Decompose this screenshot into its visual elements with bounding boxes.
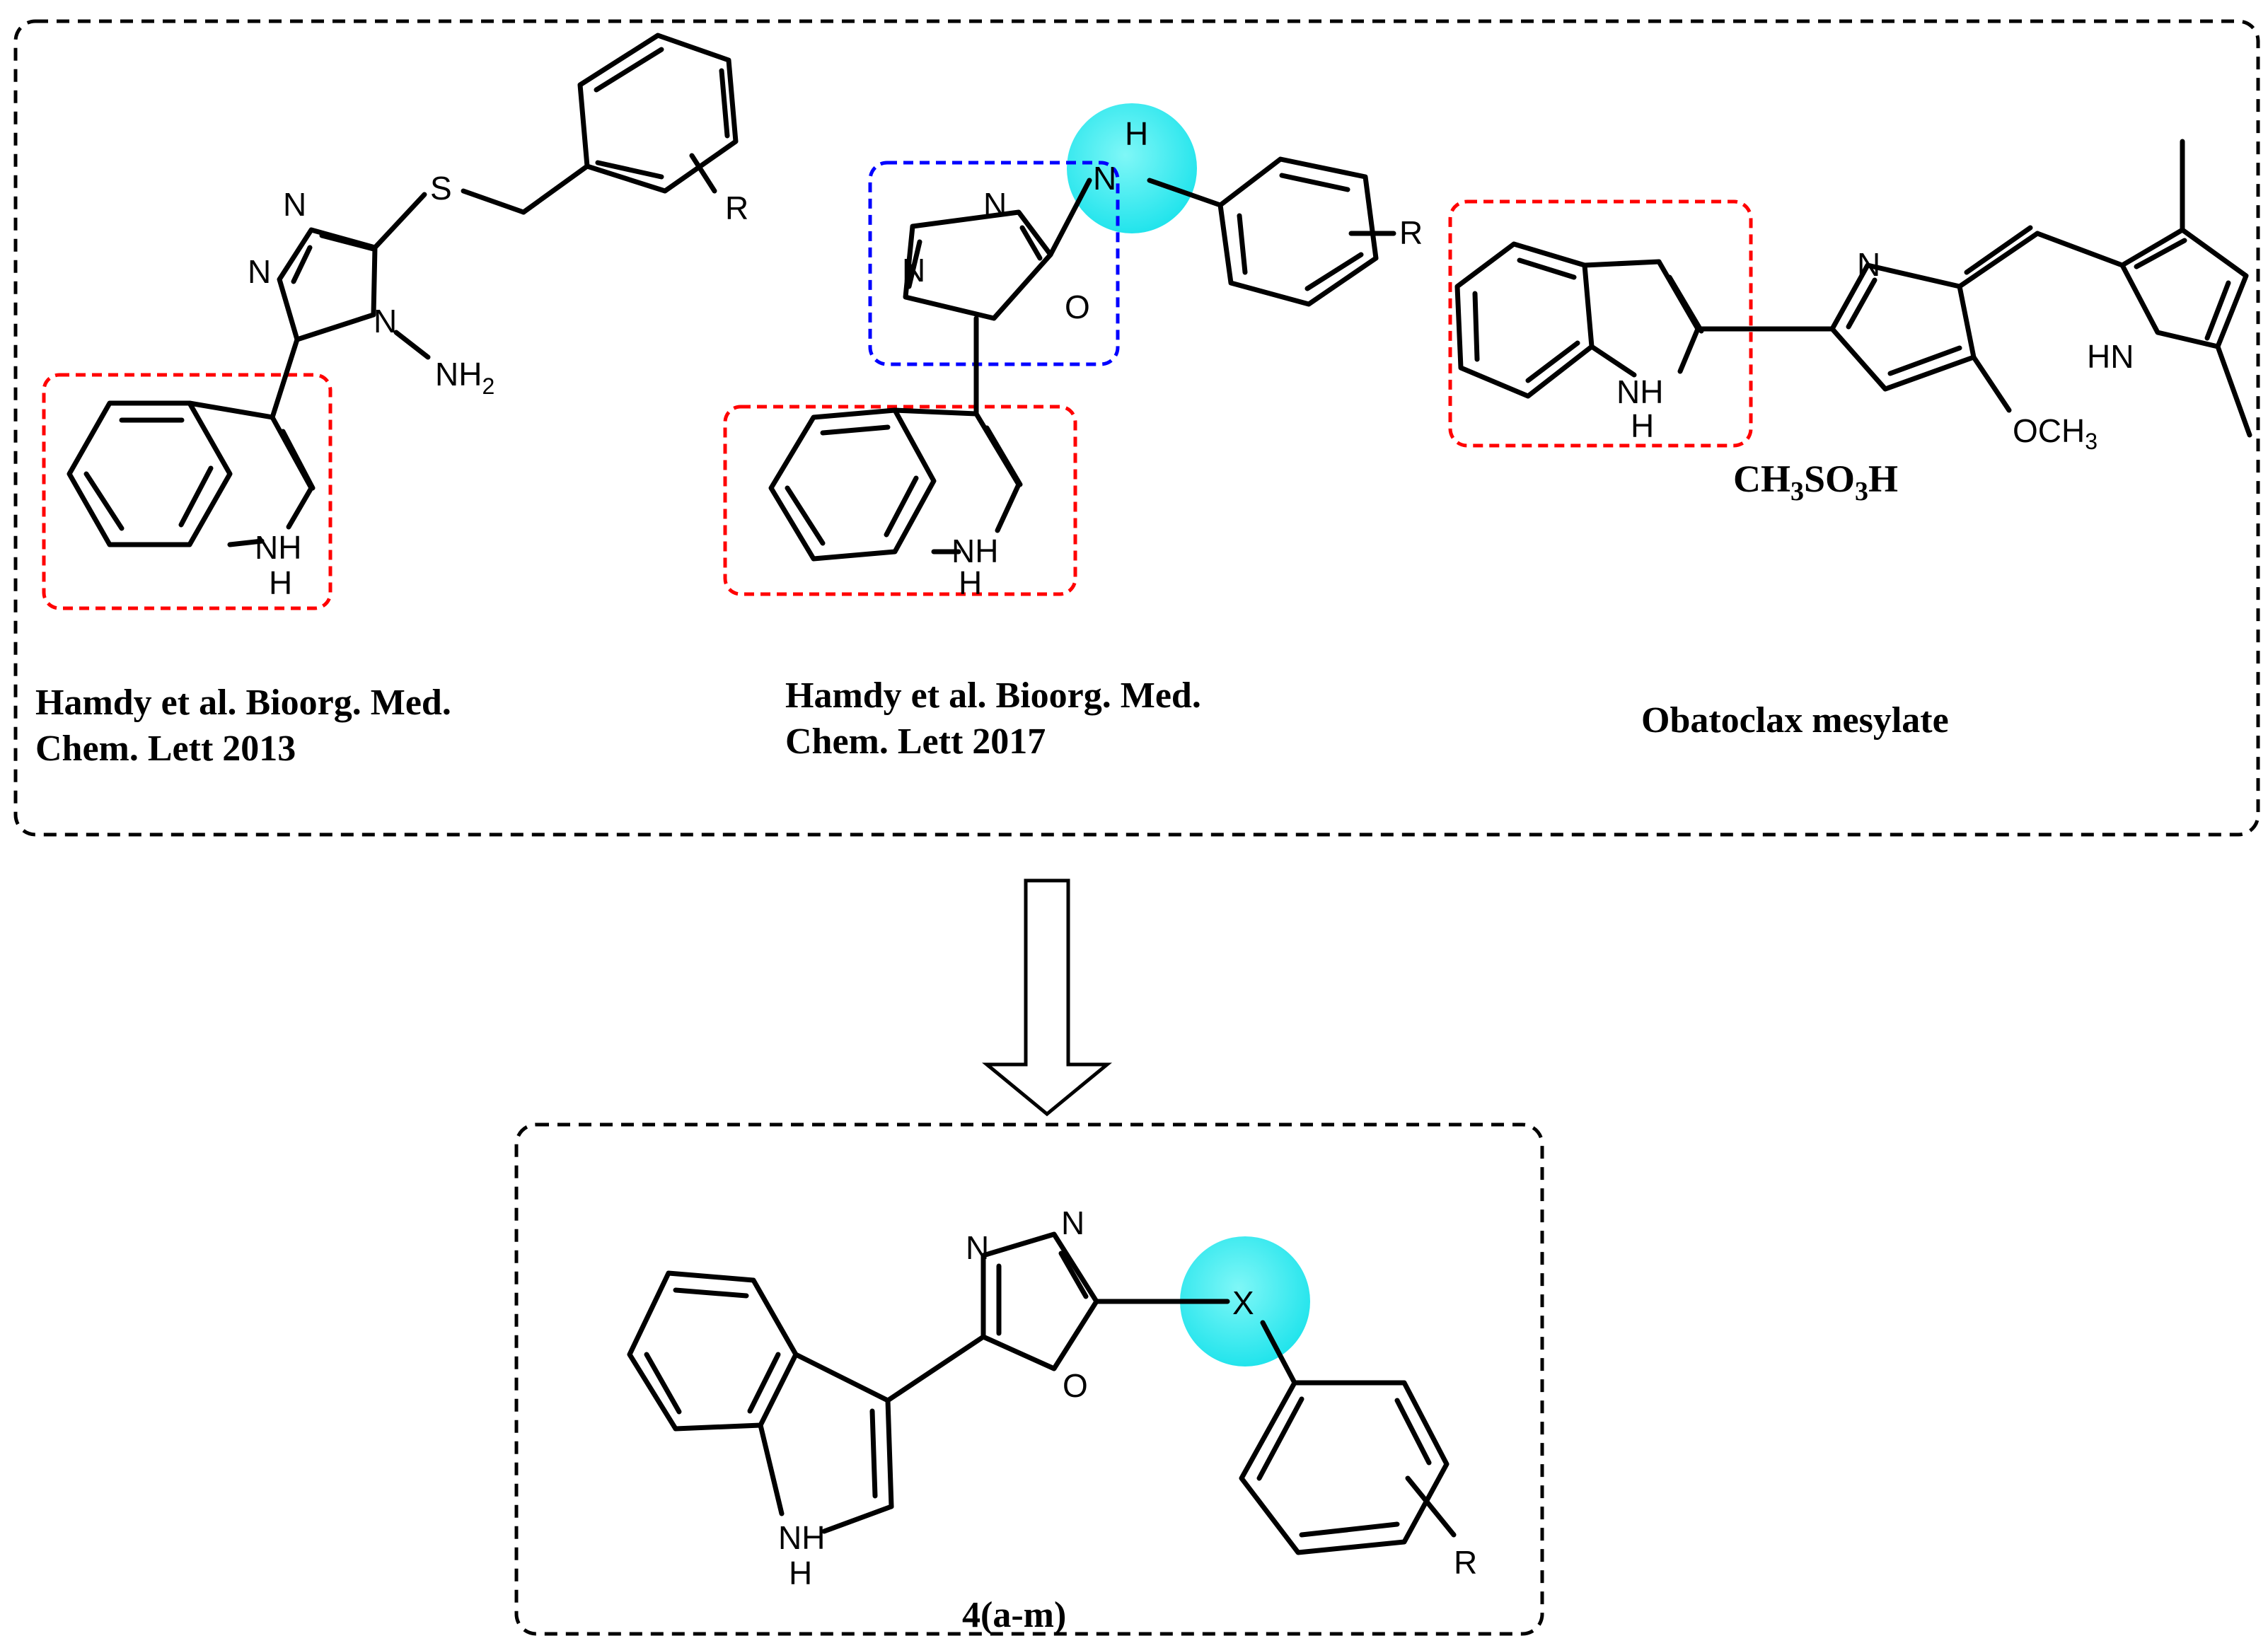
atom-N-label: N <box>902 252 925 289</box>
reference-3-label: Obatoclax mesylate <box>1641 700 1949 741</box>
atom-O-label: O <box>1063 1367 1088 1404</box>
atom-O-label: O <box>1065 289 1090 325</box>
atom-N-label: N <box>1857 246 1880 283</box>
atom-N-label: N <box>374 303 397 340</box>
indole-highlight-box-3 <box>1448 199 1753 448</box>
atom-S-label: S <box>430 170 452 207</box>
NH-linker-cyan-highlight <box>1067 103 1197 233</box>
amine-NH2-label: NH2 <box>435 356 494 399</box>
mesylate-salt-label: CH3SO3H <box>1733 458 1898 506</box>
molecule-obatoclax: N NH H HN OCH3 CH3SO3H <box>1448 139 2252 506</box>
molecule-triazole-2013: N N N S R NH2 NH H <box>42 33 748 610</box>
indole-H-label: H <box>959 564 982 601</box>
indole-NH-label: NH <box>255 529 301 566</box>
indole-highlight-box-2 <box>723 405 1077 596</box>
indole-NH-label: NH <box>778 1519 825 1556</box>
pyrrole-HN-label: HN <box>2087 338 2134 375</box>
indole-NH-label: NH <box>951 533 998 569</box>
X-linker-cyan-highlight <box>1180 1236 1310 1366</box>
oxadiazole-highlight-box <box>868 161 1120 366</box>
atom-X-label: X <box>1232 1284 1254 1321</box>
atom-R-label: R <box>725 190 748 226</box>
atom-N-label: N <box>283 186 306 223</box>
indole-NH-label: NH <box>1616 373 1663 410</box>
compound-series-label: 4(a-m) <box>962 1595 1066 1635</box>
indole-H-label: H <box>269 564 292 601</box>
atom-N-label: N <box>983 186 1007 223</box>
indole-highlight-box-1 <box>42 373 332 610</box>
indole-H-label: H <box>789 1555 812 1591</box>
bottom-panel-frame <box>514 1122 1544 1636</box>
atom-R-label: R <box>1454 1544 1477 1581</box>
NH-N-label: N <box>1093 160 1116 197</box>
molecule-oxadiazole-2017: N N O H N R NH H <box>723 103 1423 601</box>
indole-H-label: H <box>1631 407 1654 444</box>
molecule-target-4a-m: N N O X R NH H <box>627 1205 1477 1591</box>
NH-H-label: H <box>1125 115 1148 152</box>
top-panel-frame <box>13 19 2260 837</box>
atom-R-label: R <box>1399 214 1423 251</box>
reference-1-line1: Hamdy et al. Bioorg. Med. <box>35 683 451 723</box>
reference-1-line2: Chem. Lett 2013 <box>35 729 296 769</box>
reference-2-line2: Chem. Lett 2017 <box>785 721 1046 762</box>
methoxy-OCH3-label: OCH3 <box>2013 412 2098 454</box>
atom-N-label: N <box>1061 1205 1084 1241</box>
down-arrow-icon <box>982 878 1112 1117</box>
atom-N-label: N <box>248 253 271 290</box>
atom-N-label: N <box>966 1229 989 1266</box>
reference-2-line1: Hamdy et al. Bioorg. Med. <box>785 675 1201 716</box>
